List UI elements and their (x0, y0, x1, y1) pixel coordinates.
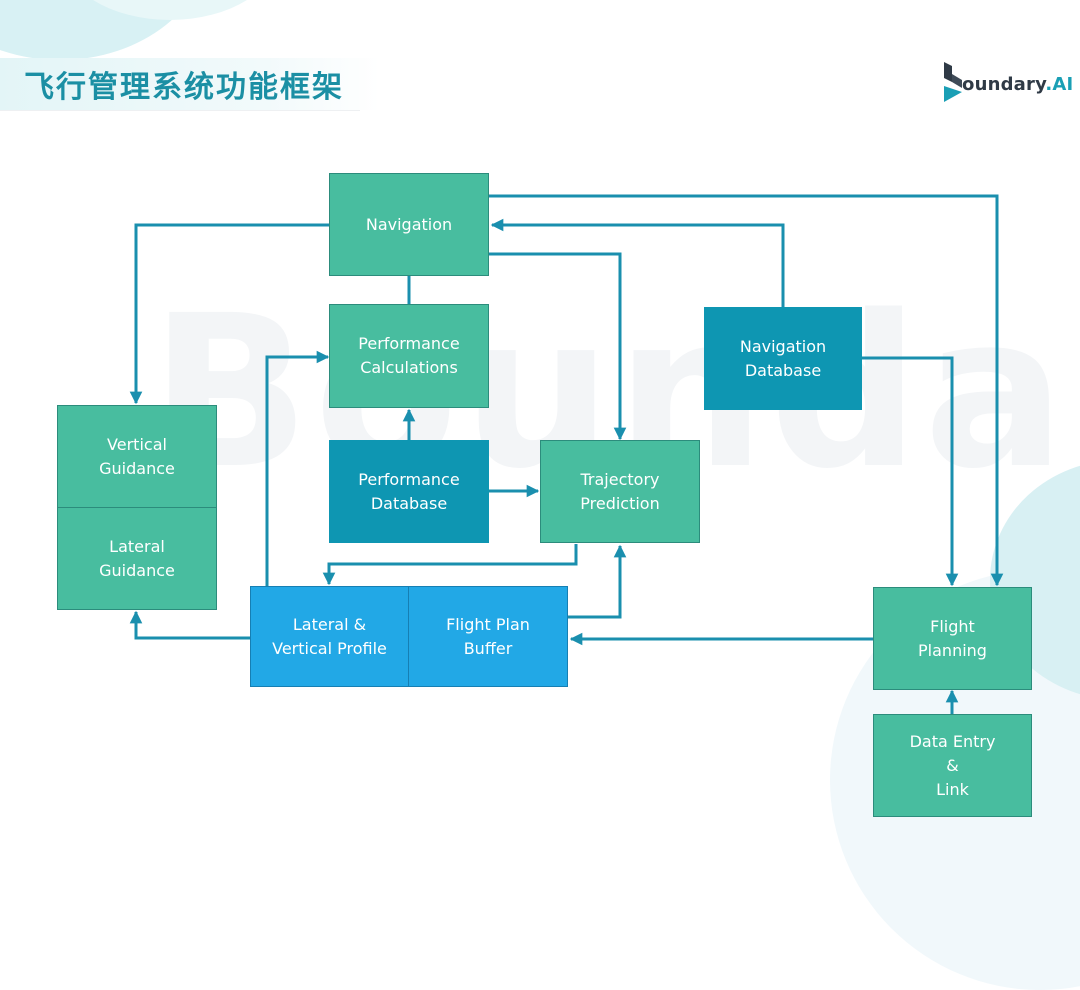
node-label: Lateral & Vertical Profile (272, 614, 387, 658)
title-band (0, 58, 380, 110)
node-performance-database[interactable]: Performance Database (329, 440, 489, 543)
node-flight-planning[interactable]: Flight Planning (873, 587, 1032, 690)
node-label: Performance Calculations (358, 334, 460, 377)
node-data-entry-link[interactable]: Data Entry & Link (873, 714, 1032, 817)
edge-trajectory-prediction-to-profile (322, 544, 578, 586)
node-label: Vertical Guidance (99, 434, 175, 478)
logo-wordmark: oundary (962, 74, 1046, 95)
node-vertical-guidance[interactable]: Vertical Guidance (57, 405, 217, 508)
edge-profile-to-lateral-guidance (129, 610, 250, 640)
logo-ai: .AI (1045, 74, 1074, 95)
node-label: Flight Plan Buffer (446, 614, 530, 658)
node-label: Performance Database (358, 469, 460, 513)
node-label: Trajectory Prediction (580, 469, 660, 513)
node-navigation[interactable]: Navigation (329, 173, 489, 276)
node-navigation-database[interactable]: Navigation Database (704, 307, 862, 410)
edge-navigation-database-to-flight-planning (862, 356, 959, 587)
edge-flight-plan-buffer-to-trajectory-prediction (568, 544, 627, 619)
node-label: Navigation (365, 214, 453, 234)
node-performance-calculations[interactable]: Performance Calculations (329, 304, 489, 408)
edge-navigation-to-vertical-guidance (129, 223, 330, 405)
node-lateral-guidance[interactable]: Lateral Guidance (57, 507, 217, 610)
node-trajectory-prediction[interactable]: Trajectory Prediction (540, 440, 700, 543)
page-title: 飞行管理系统功能框架 (24, 70, 344, 105)
node-label: Flight Planning (918, 616, 987, 660)
title-divider (0, 110, 360, 111)
edge-navigation-to-trajectory-prediction (489, 252, 627, 441)
boundary-logo-icon (944, 62, 962, 102)
node-label: Navigation Database (739, 336, 827, 380)
edge-profile-to-performance-calculations (265, 350, 330, 586)
edge-navigation-database-to-navigation (490, 218, 785, 307)
logo-text: oundary.AI (962, 74, 1073, 95)
node-lateral-vertical-profile[interactable]: Lateral & Vertical Profile (250, 586, 409, 687)
edge-navigation-to-flight-planning (489, 194, 1004, 587)
connector-layer (129, 194, 1004, 714)
node-flight-plan-buffer[interactable]: Flight Plan Buffer (408, 586, 568, 687)
node-label: Data Entry & Link (909, 731, 996, 799)
node-label: Lateral Guidance (99, 536, 175, 580)
